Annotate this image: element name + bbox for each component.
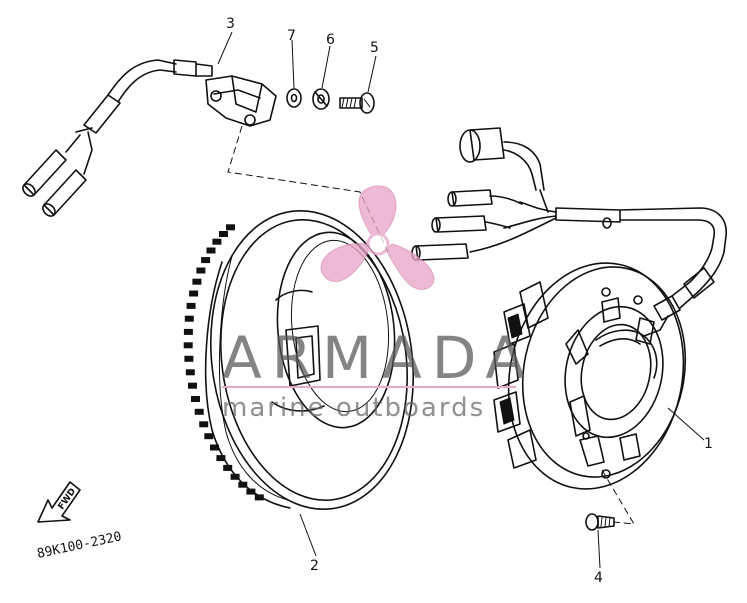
gear-tooth: [223, 464, 233, 471]
gear-tooth: [230, 473, 240, 480]
gear-tooth: [238, 481, 248, 488]
screw-part-4: [585, 513, 615, 531]
gear-tooth: [183, 328, 193, 335]
leader-lines: [217, 31, 705, 569]
drawing-code: 89K100-2320: [36, 529, 123, 562]
callout-3: 3: [226, 16, 235, 32]
gear-tooth: [246, 488, 256, 495]
gear-tooth: [212, 238, 222, 245]
gear-tooth: [192, 278, 202, 285]
gear-tooth: [184, 355, 194, 362]
gear-tooth: [184, 315, 194, 322]
gear-tooth: [196, 267, 206, 274]
pulser-coil-assembly: [22, 59, 277, 217]
gear-tooth: [194, 408, 204, 415]
gear-tooth: [219, 231, 228, 237]
gear-tooth: [186, 302, 196, 309]
stator-wiring-harness: [411, 127, 727, 309]
gear-tooth: [201, 257, 211, 264]
gear-tooth: [204, 433, 214, 440]
watermark: ARMADA marine outboards: [222, 185, 535, 423]
callout-6: 6: [326, 32, 335, 48]
gear-tooth: [254, 494, 264, 501]
watermark-tagline: marine outboards: [222, 393, 485, 423]
callout-5: 5: [370, 40, 379, 56]
stator-assembly-part-1: [493, 262, 687, 490]
callout-1: 1: [704, 436, 713, 452]
gear-tooth: [191, 396, 200, 402]
propeller-logo-icon: [320, 185, 435, 290]
gear-tooth: [183, 342, 193, 349]
gear-tooth: [216, 455, 226, 462]
gear-tooth: [188, 382, 197, 389]
screw-part-5: [339, 92, 375, 114]
gear-tooth: [226, 224, 235, 231]
lock-washer-part-6: [312, 88, 330, 110]
gear-tooth: [189, 290, 199, 297]
washer-part-7: [286, 88, 302, 108]
callout-4: 4: [594, 570, 603, 586]
callout-7: 7: [287, 28, 296, 44]
gear-tooth: [199, 421, 209, 428]
watermark-brand: ARMADA: [222, 324, 535, 392]
flywheel-part-2: [183, 210, 415, 510]
callout-2: 2: [310, 558, 319, 574]
forward-direction-arrow: FWD: [37, 481, 81, 523]
gear-tooth: [185, 369, 195, 376]
gear-tooth: [206, 247, 216, 254]
gear-tooth: [210, 444, 219, 451]
ring-gear-teeth: [183, 224, 264, 501]
